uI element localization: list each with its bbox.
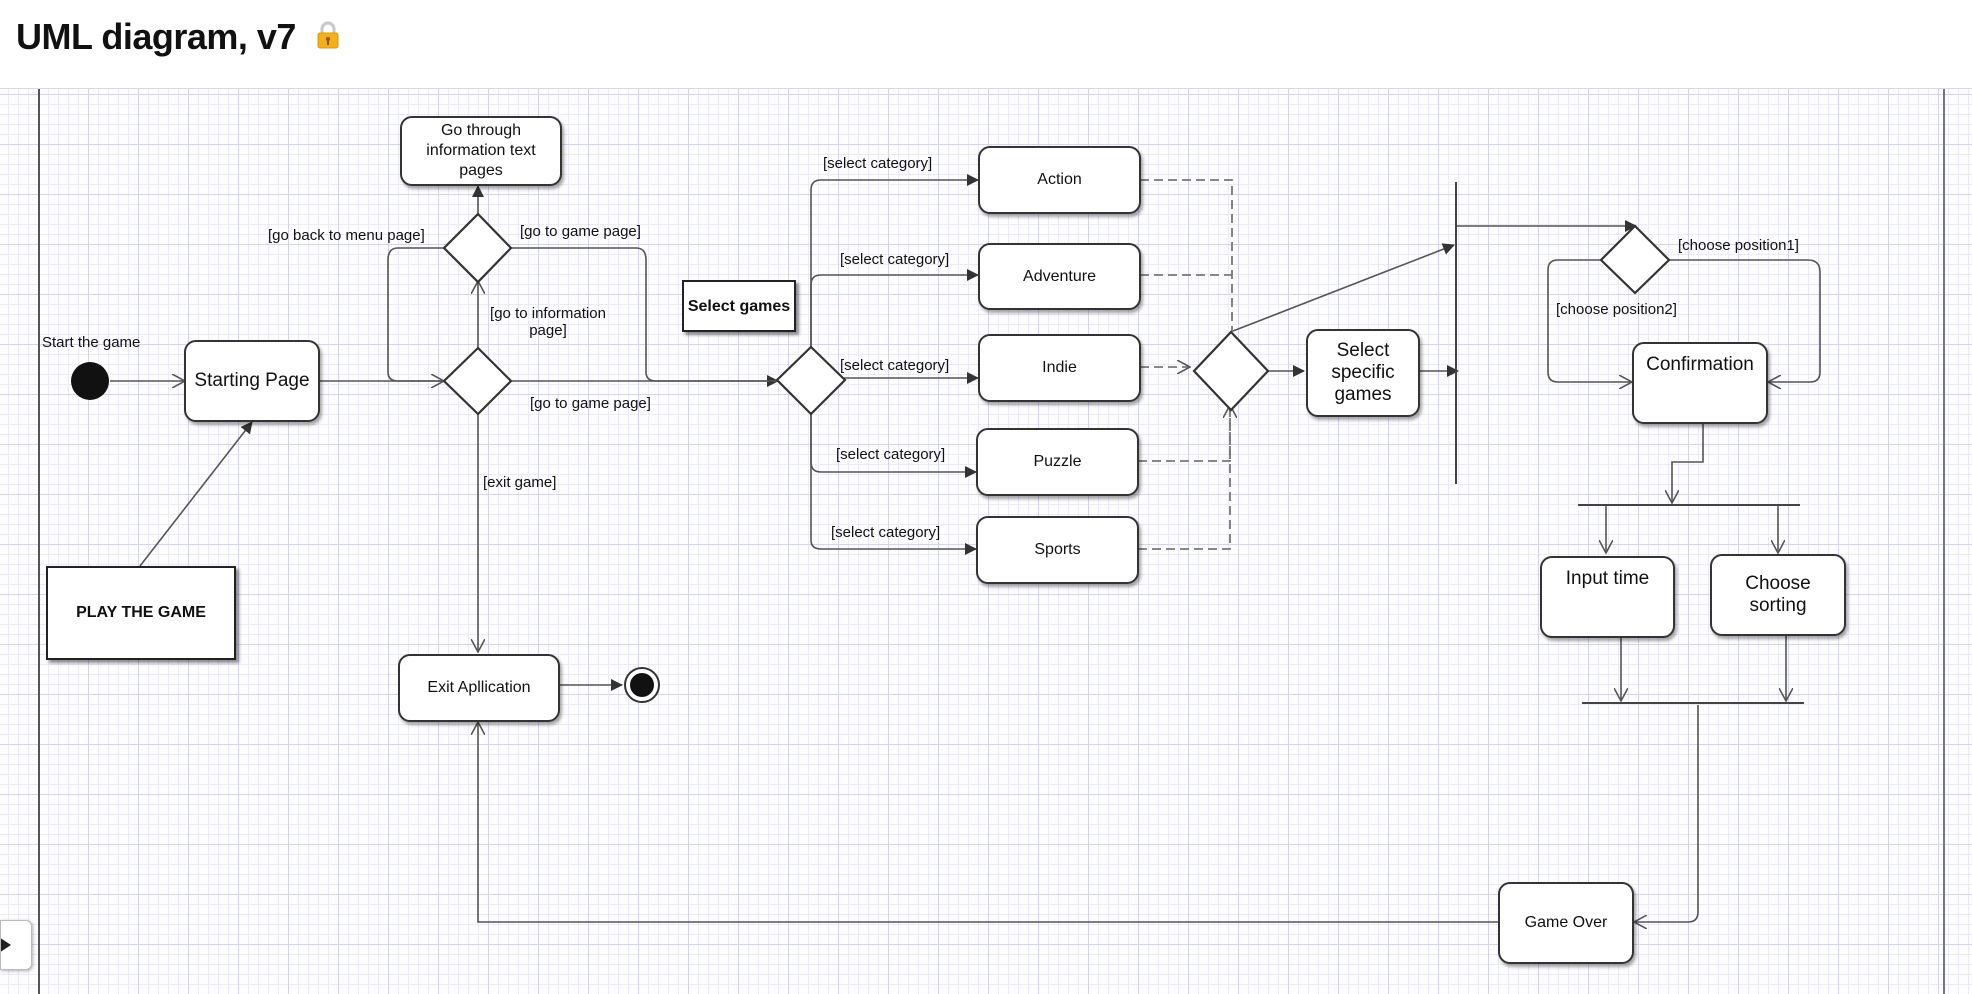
canvas-left-border [38, 89, 40, 994]
exit-application-node[interactable]: Exit Apllication [398, 654, 560, 722]
guard-select-action: [select category] [823, 155, 933, 172]
select-games-note[interactable]: Select games [682, 280, 796, 332]
canvas-right-border [1943, 89, 1945, 994]
decision-category-diamond[interactable] [775, 345, 847, 416]
guard-select-puzzle: [select category] [836, 446, 946, 463]
adventure-node[interactable]: Adventure [978, 243, 1141, 310]
guard-select-adventure: [select category] [840, 251, 950, 268]
guard-go-game-top: [go to game page] [520, 223, 641, 240]
guard-choose-position2: [choose position2] [1556, 301, 1677, 318]
info-pages-node[interactable]: Go through information text pages [400, 116, 562, 186]
puzzle-node[interactable]: Puzzle [976, 428, 1139, 496]
action-node[interactable]: Action [978, 146, 1141, 214]
input-time-node[interactable]: Input time [1540, 556, 1675, 638]
indie-node[interactable]: Indie [978, 334, 1141, 402]
merge-category-diamond[interactable] [1192, 330, 1270, 412]
guard-select-sports: [select category] [831, 524, 941, 541]
chevron-right-icon [0, 937, 11, 953]
decision-position-diamond[interactable] [1599, 224, 1671, 295]
guard-exit-game: [exit game] [483, 474, 557, 491]
lock-icon [317, 21, 339, 49]
game-over-node[interactable]: Game Over [1498, 882, 1634, 964]
start-label: Start the game [42, 334, 141, 351]
page-header: UML diagram, v7 [0, 0, 1972, 89]
choose-sorting-node[interactable]: Choose sorting [1710, 554, 1846, 636]
decision-top-diamond[interactable] [442, 212, 513, 284]
select-specific-games-node[interactable]: Select specific games [1306, 329, 1420, 417]
page-title: UML diagram, v7 [16, 16, 296, 57]
starting-page-node[interactable]: Starting Page [184, 340, 320, 422]
guard-go-info: [go to information page] [490, 305, 606, 339]
guard-choose-position1: [choose position1] [1678, 237, 1799, 254]
guard-select-indie: [select category] [840, 357, 950, 374]
play-the-game-note[interactable]: PLAY THE GAME [46, 566, 236, 660]
sidebar-toggle-button[interactable] [0, 920, 32, 970]
decision-menu-diamond[interactable] [442, 346, 513, 416]
initial-node[interactable] [71, 362, 109, 400]
guard-go-back-menu: [go back to menu page] [268, 227, 425, 244]
confirmation-node[interactable]: Confirmation [1632, 342, 1768, 424]
sports-node[interactable]: Sports [976, 516, 1139, 584]
guard-go-game-mid: [go to game page] [530, 395, 651, 412]
